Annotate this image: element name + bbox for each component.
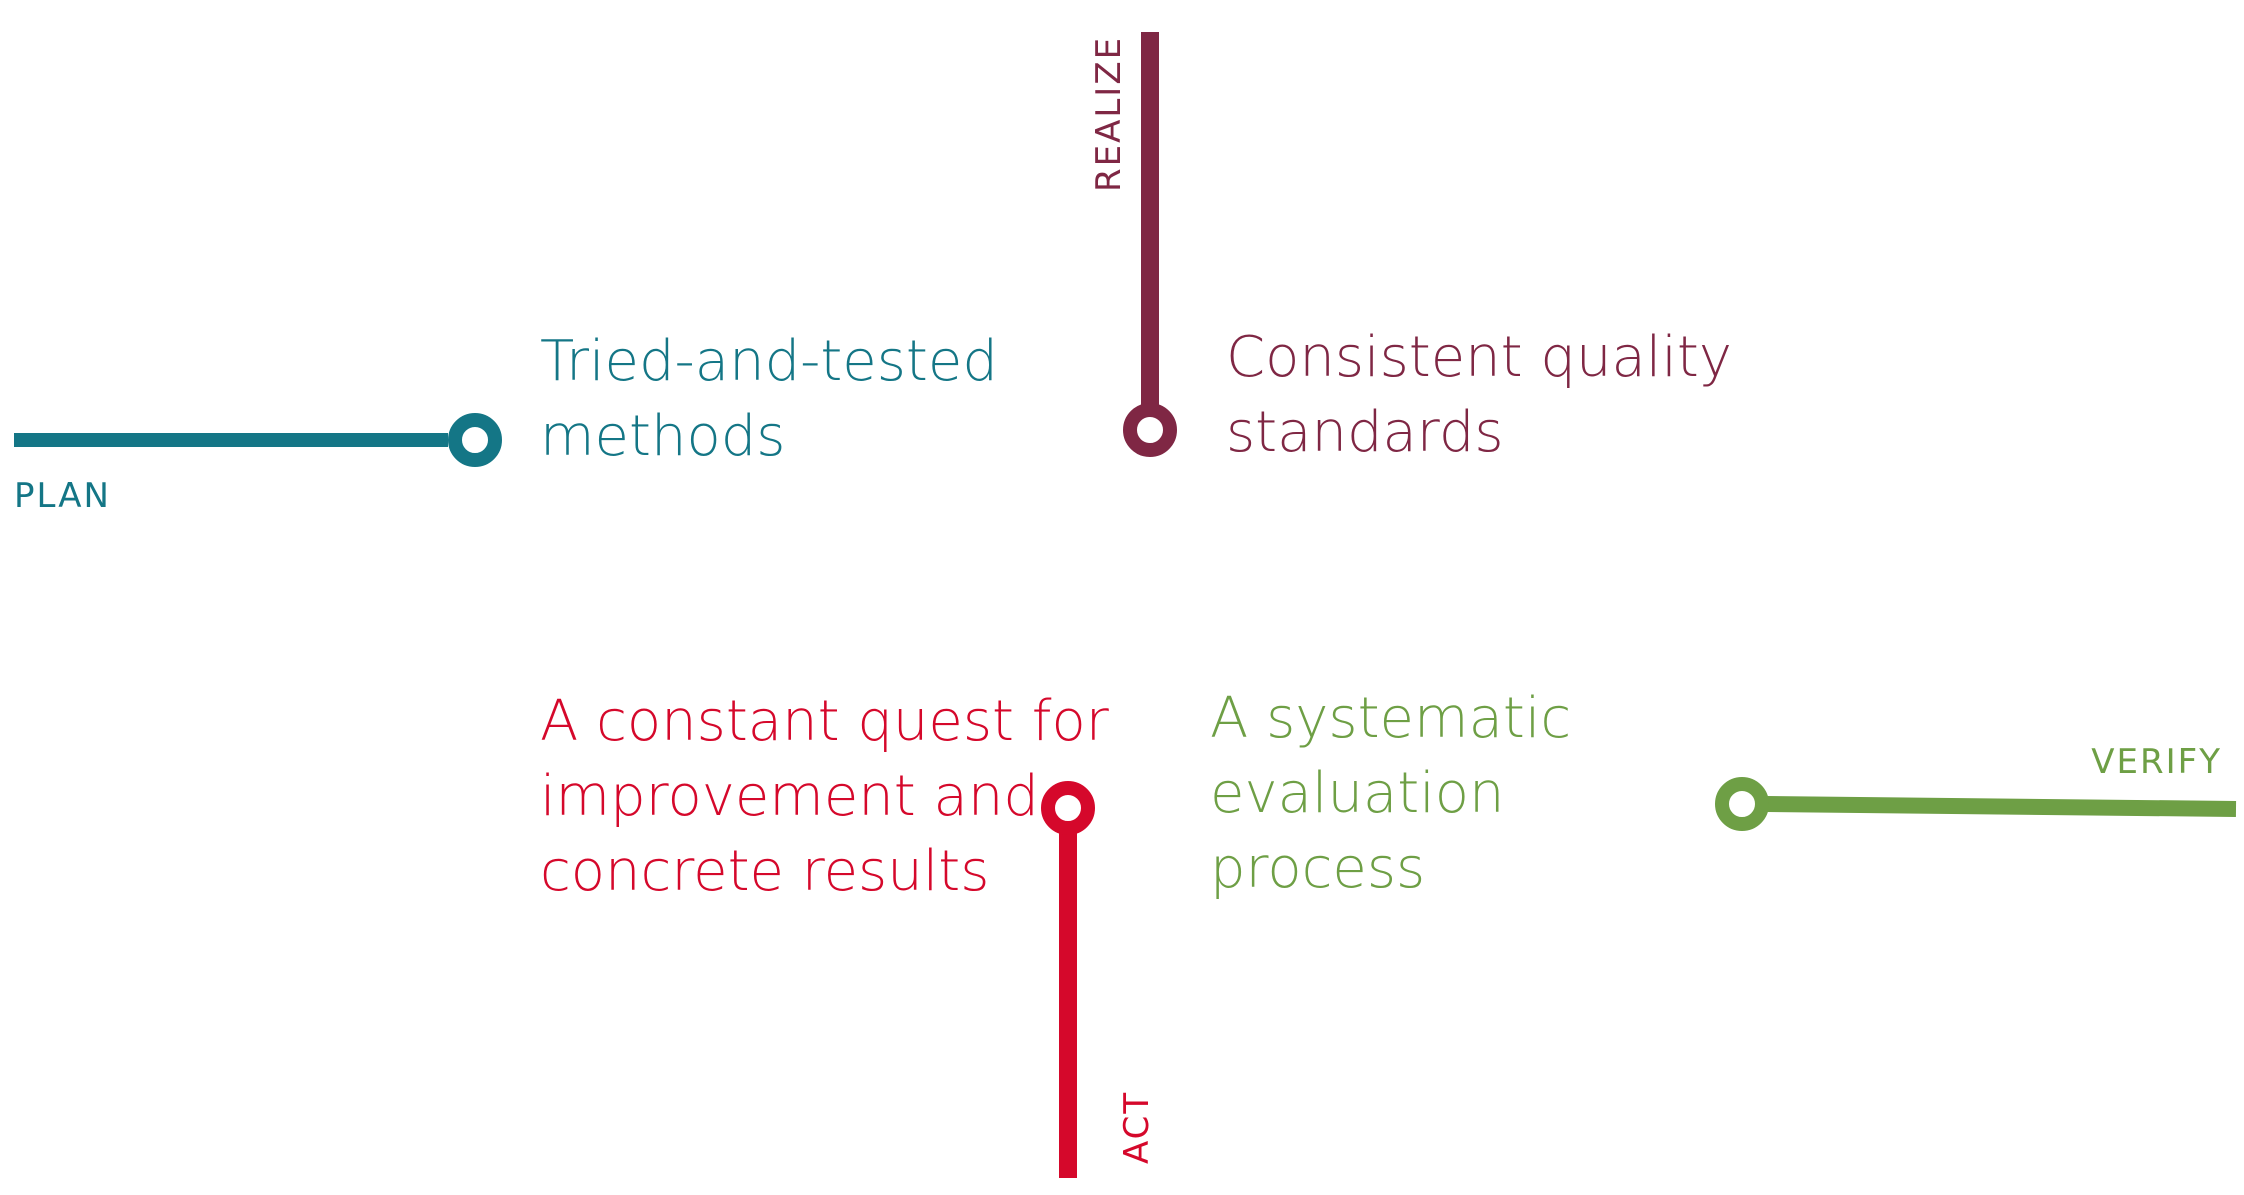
svg-text:A constant quest for imp: A constant quest for improvement and con… — [540, 689, 1127, 904]
verify-node-circle — [1715, 777, 1769, 831]
stage-realize: REALIZE Consistent quality standards — [1089, 32, 1750, 465]
realize-text-line: standards — [1226, 400, 1504, 465]
realize-text-line: Consistent quality — [1226, 325, 1732, 390]
plan-text-line: Tried-and-tested — [540, 329, 998, 394]
plan-label: PLAN — [14, 476, 111, 516]
verify-text-line: evaluation — [1210, 761, 1505, 826]
stage-plan: PLAN Tried-and-tested methods — [14, 329, 1016, 516]
verify-connector-line — [1766, 796, 2237, 817]
verify-label: VERIFY — [2091, 742, 2222, 782]
stage-verify: VERIFY A systematic evaluation process — [1210, 686, 2237, 901]
plan-node-circle — [448, 413, 502, 467]
act-text-line: concrete results — [540, 839, 989, 904]
stage-act: ACT A constant quest for improvement and… — [540, 689, 1157, 1178]
act-text-line: A constant quest for — [540, 689, 1109, 754]
realize-node-circle — [1123, 403, 1177, 457]
act-label: ACT — [1117, 1091, 1157, 1164]
svg-text:Consistent quality stand: Consistent quality standards — [1226, 325, 1750, 465]
act-node-circle — [1041, 781, 1095, 835]
realize-label: REALIZE — [1089, 36, 1129, 192]
svg-text:Tried-and-tested methods: Tried-and-tested methods — [540, 329, 1016, 469]
verify-text-line: A systematic — [1210, 686, 1571, 751]
act-text-line: improvement and — [540, 764, 1039, 829]
svg-text:A systematic evaluation: A systematic evaluation process — [1210, 686, 1589, 901]
verify-text-line: process — [1210, 836, 1425, 901]
plan-text-line: methods — [540, 404, 785, 469]
